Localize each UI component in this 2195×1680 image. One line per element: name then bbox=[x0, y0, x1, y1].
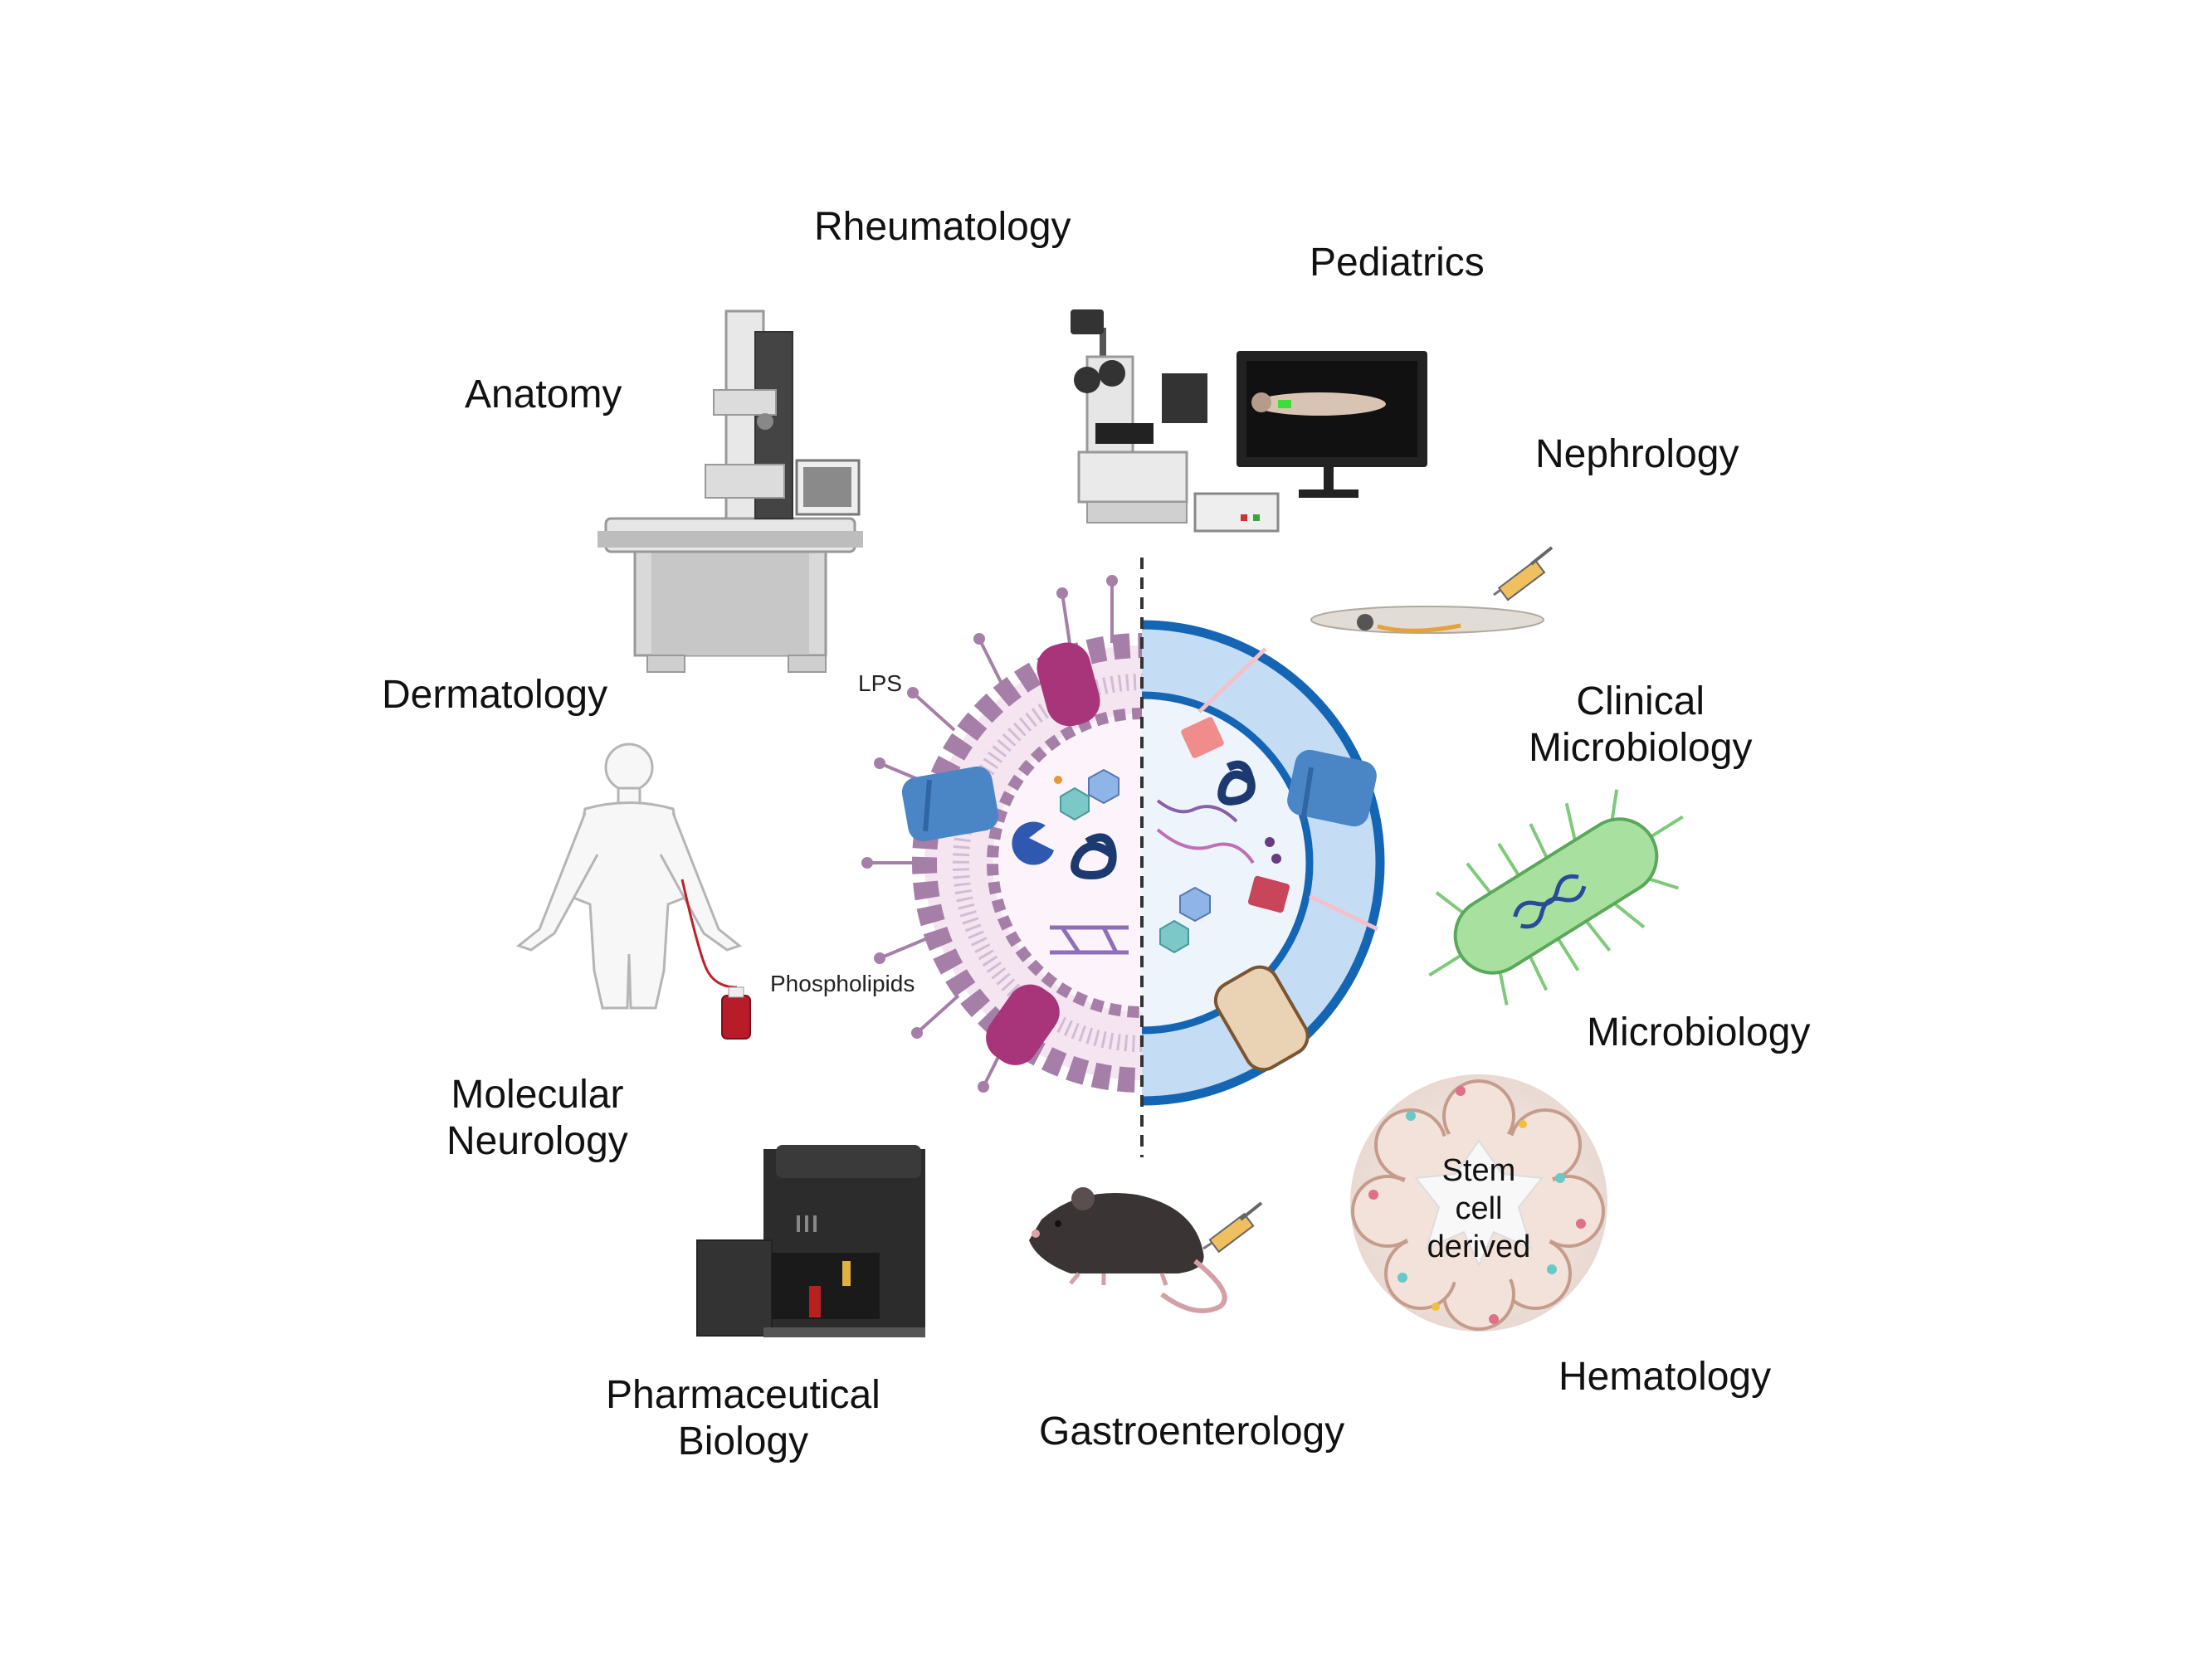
blood-bag-icon bbox=[680, 879, 751, 1040]
lab-analyzer-icon bbox=[696, 1145, 925, 1337]
monitor-icon bbox=[1237, 351, 1427, 498]
label-lps: LPS bbox=[858, 670, 902, 696]
human-body-icon bbox=[515, 743, 743, 1010]
label-anatomy: Anatomy bbox=[465, 373, 622, 416]
organoid-label: Stem cell derived bbox=[1427, 1153, 1531, 1264]
syringe-icon bbox=[1202, 1201, 1263, 1254]
label-dermatology: Dermatology bbox=[382, 673, 608, 717]
zebrafish-icon bbox=[1310, 606, 1544, 634]
label-rheumatology: Rheumatology bbox=[814, 205, 1071, 249]
organoid-icon bbox=[1350, 1074, 1607, 1332]
label-pharmaceutical-biology: Pharmaceutical Biology bbox=[606, 1373, 880, 1463]
electron-microscope-icon bbox=[598, 309, 863, 673]
mouse-icon bbox=[1029, 1187, 1227, 1313]
syringe-icon bbox=[1493, 546, 1554, 601]
fluorescence-microscope-icon bbox=[1071, 309, 1280, 533]
label-molecular-neurology: Molecular Neurology bbox=[446, 1073, 628, 1163]
label-clinical-microbiology: Clinical Microbiology bbox=[1529, 679, 1753, 770]
label-hematology: Hematology bbox=[1558, 1355, 1772, 1399]
label-phospholipids: Phospholipids bbox=[770, 971, 915, 996]
label-microbiology: Microbiology bbox=[1587, 1010, 1811, 1054]
cell-envelope-icon bbox=[861, 558, 1385, 1157]
label-gastroenterology: Gastroenterology bbox=[1039, 1410, 1345, 1454]
bacterium-icon bbox=[1428, 789, 1684, 1006]
label-nephrology: Nephrology bbox=[1535, 432, 1739, 476]
label-pediatrics: Pediatrics bbox=[1310, 241, 1485, 285]
